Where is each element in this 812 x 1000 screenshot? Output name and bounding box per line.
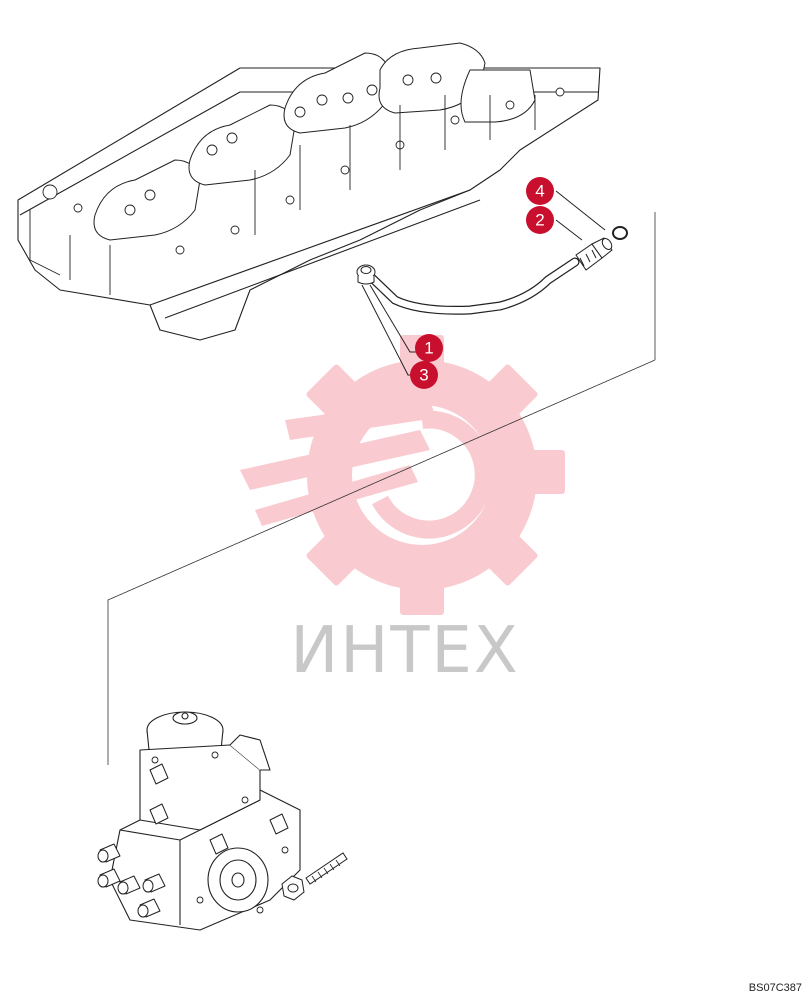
callout-badge (415, 334, 443, 362)
cylinder-head-assembly (17, 42, 601, 341)
callout-label: 1 (424, 339, 433, 358)
callout-badge (410, 361, 438, 389)
callout-badge (526, 177, 554, 205)
callout-3: 3 (410, 361, 438, 389)
fuel-return-pipe (367, 257, 580, 315)
o-ring (612, 226, 628, 240)
watermark-gear-logo (240, 335, 565, 615)
injection-pump (97, 711, 301, 931)
callout-4: 4 (526, 177, 554, 205)
watermark-text: ИНТЕХ (290, 614, 519, 688)
exploded-view-frame (107, 212, 656, 765)
callout-label: 4 (535, 182, 544, 201)
union-fitting (575, 237, 613, 271)
callout-label: 3 (419, 366, 428, 385)
hex-nut (281, 875, 305, 901)
callout-1: 1 (415, 334, 443, 362)
callout-label: 2 (535, 211, 544, 230)
callout-badge (526, 206, 554, 234)
stud-bolt (305, 852, 348, 885)
banjo-fitting (356, 264, 376, 285)
callout-2: 2 (526, 206, 554, 234)
reference-code: BS07C387 (748, 982, 802, 994)
